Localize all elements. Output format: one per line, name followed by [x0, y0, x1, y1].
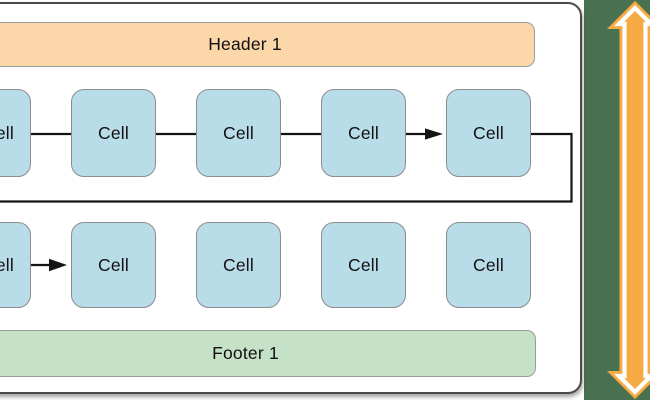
cell: Cell: [196, 222, 281, 308]
cell: Cell: [446, 89, 531, 177]
cell-label: Cell: [223, 122, 254, 143]
row-wrap-connector: [0, 132, 573, 203]
cell-label: Cell: [223, 254, 254, 275]
cell: Cell: [321, 222, 406, 308]
section-header-label: Header 1: [208, 34, 282, 54]
flow-arrowhead-icon: [425, 128, 443, 140]
cell: Cell: [71, 89, 156, 177]
section-header: Header 1: [0, 22, 535, 67]
cell: Cell: [321, 89, 406, 177]
cell: Cell: [0, 222, 31, 308]
cell: Cell: [0, 89, 31, 177]
cell-label: Cell: [348, 254, 379, 275]
section-footer-label: Footer 1: [212, 343, 279, 363]
vertical-scroll-direction-arrow-icon: [606, 0, 650, 400]
cell: Cell: [196, 89, 281, 177]
cell-label: Cell: [0, 122, 14, 143]
cell: Cell: [446, 222, 531, 308]
cell-label: Cell: [473, 254, 504, 275]
cell-label: Cell: [98, 254, 129, 275]
cell-label: Cell: [473, 122, 504, 143]
section-footer: Footer 1: [0, 330, 536, 377]
cell-label: Cell: [0, 254, 14, 275]
cell: Cell: [71, 222, 156, 308]
cell-label: Cell: [98, 122, 129, 143]
collection-view-section-container: [0, 2, 582, 394]
flow-arrowhead-icon: [49, 258, 67, 272]
cell-label: Cell: [348, 122, 379, 143]
